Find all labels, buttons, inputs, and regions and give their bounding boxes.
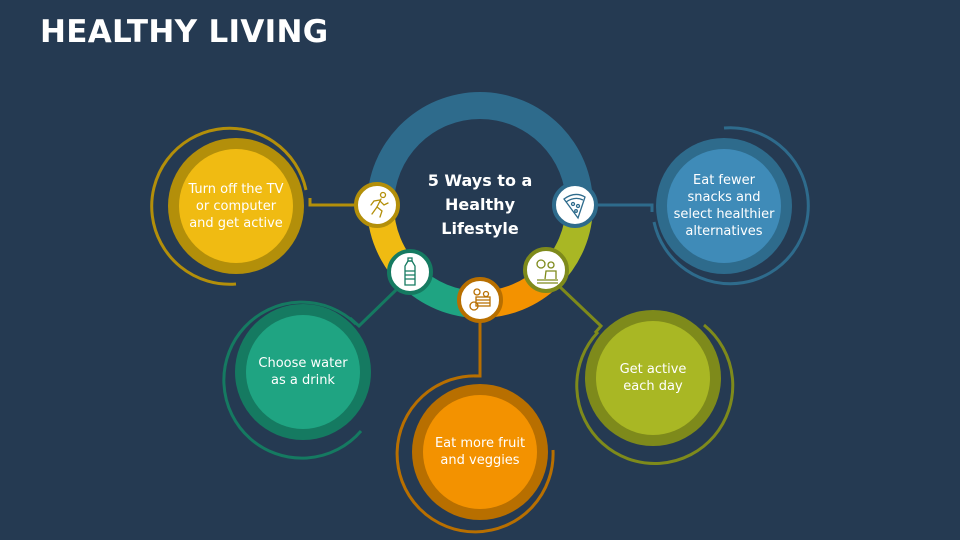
outer-arc-fruit bbox=[395, 374, 555, 534]
page-title: HEALTHY LIVING bbox=[40, 14, 329, 50]
icon-node-water bbox=[387, 249, 433, 295]
item-text-water: Choose water as a drink bbox=[258, 356, 348, 388]
icon-node-fruit bbox=[457, 277, 503, 323]
icon-node-active bbox=[523, 247, 569, 293]
running-person-icon bbox=[370, 191, 389, 218]
center-label: 5 Ways to a Healthy Lifestyle bbox=[427, 171, 533, 238]
water-bottle-icon bbox=[404, 257, 416, 286]
pizza-slice-icon bbox=[563, 193, 586, 220]
connector-snacks bbox=[597, 203, 654, 212]
ring-segment-blue bbox=[367, 92, 593, 205]
fruit-basket-icon bbox=[469, 288, 491, 311]
disc-snacks bbox=[667, 149, 781, 263]
item-circle-active bbox=[575, 310, 735, 465]
icon-node-tv bbox=[354, 182, 400, 228]
item-text-fruit: Eat more fruit and veggies bbox=[434, 436, 526, 468]
disc-fruit bbox=[423, 395, 537, 509]
item-circle-fruit bbox=[395, 374, 555, 534]
disc-water bbox=[246, 315, 360, 429]
connector-tv bbox=[308, 198, 355, 207]
outer-arc-snacks bbox=[652, 126, 810, 286]
item-text-tv: Turn off the TV or computer and get acti… bbox=[188, 181, 284, 231]
outer-arc-tv bbox=[150, 126, 308, 286]
connector-fruit bbox=[474, 322, 482, 378]
icon-node-snacks bbox=[552, 182, 598, 228]
item-text-snacks: Eat fewer snacks and select healthier al… bbox=[673, 173, 775, 239]
item-text-active: Get active each day bbox=[619, 362, 687, 394]
connector-active bbox=[558, 285, 604, 334]
disc-active bbox=[596, 321, 710, 435]
item-circle-tv bbox=[150, 126, 308, 286]
outer-arc-active bbox=[575, 323, 735, 465]
disc-tv bbox=[179, 149, 293, 263]
item-circle-water bbox=[222, 300, 371, 460]
item-circle-snacks bbox=[652, 126, 810, 286]
connector-water bbox=[349, 288, 398, 329]
outer-arc-water bbox=[222, 300, 363, 460]
tennis-player-icon bbox=[536, 259, 558, 284]
